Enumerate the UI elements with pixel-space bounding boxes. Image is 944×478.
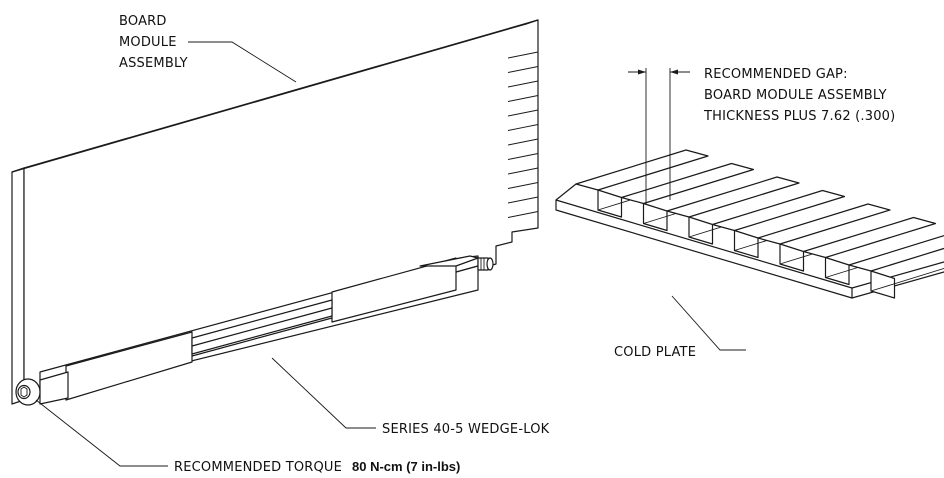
callout-labels: BOARD MODULE ASSEMBLY RECOMMENDED GAP: B… — [119, 14, 895, 475]
label-board-line1: BOARD — [119, 14, 167, 29]
label-torque-prefix: RECOMMENDED TORQUE — [174, 460, 342, 475]
wedge-lok — [15, 255, 494, 406]
label-board-line2: MODULE — [119, 35, 177, 50]
cold-plate — [555, 149, 944, 299]
label-gap-line1: RECOMMENDED GAP: — [704, 67, 848, 82]
label-gap-line2: BOARD MODULE ASSEMBLY — [704, 88, 887, 103]
board-module-assembly — [11, 19, 539, 405]
edge-connector-pins — [507, 51, 539, 218]
label-cold-plate: COLD PLATE — [614, 345, 696, 360]
label-wedge-lok: SERIES 40-5 WEDGE-LOK — [382, 422, 550, 437]
label-gap-line3: THICKNESS PLUS 7.62 (.300) — [703, 109, 895, 124]
leader-lines — [35, 41, 746, 467]
label-torque-value: 80 N-cm (7 in-lbs) — [352, 459, 460, 474]
gap-dimension — [628, 68, 690, 204]
label-board-line3: ASSEMBLY — [119, 56, 188, 71]
